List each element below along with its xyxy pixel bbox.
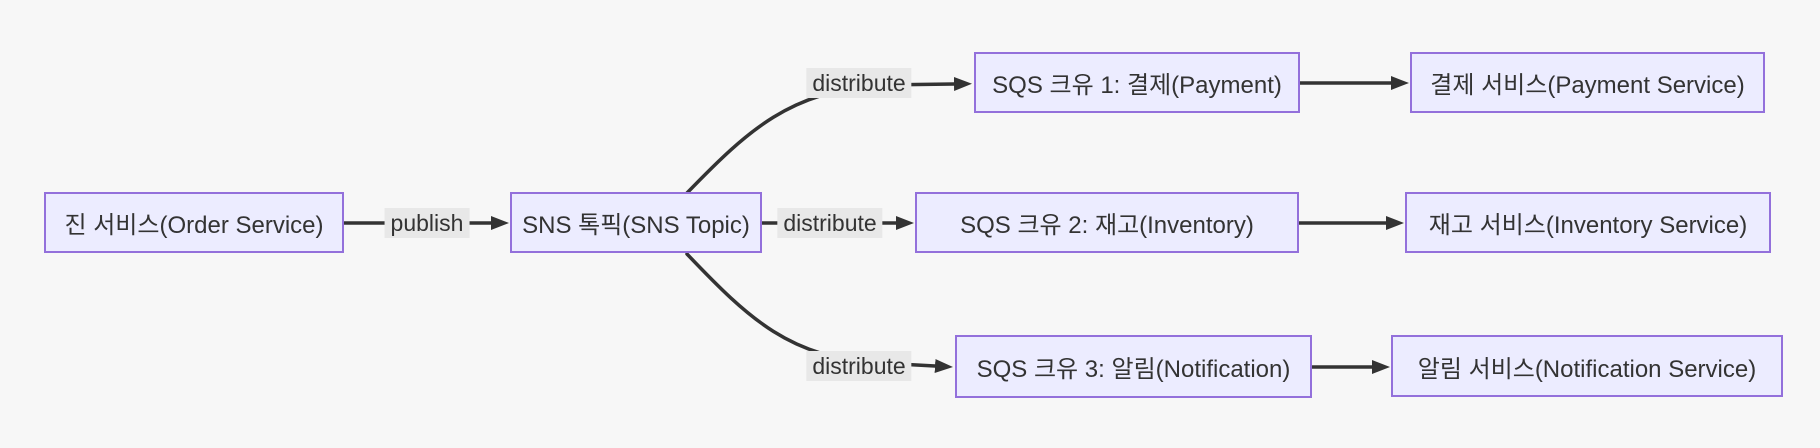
- node-sqs-queue-inventory-label: SQS 크유 2: 재고(Inventory): [960, 212, 1254, 239]
- edge-label-distribute-payment: distribute: [806, 68, 912, 98]
- node-payment-service: 결제 서비스(Payment Service): [1410, 52, 1765, 113]
- node-sns-topic-label: SNS 톡픽(SNS Topic): [522, 212, 750, 239]
- node-order-service: 진 서비스(Order Service): [44, 192, 344, 253]
- node-notification-service-label: 알림 서비스(Notification Service): [1417, 355, 1757, 383]
- edge-label-distribute-notification: distribute: [806, 351, 912, 381]
- node-notification-service: 알림 서비스(Notification Service): [1391, 335, 1783, 397]
- node-sqs-queue-inventory: SQS 크유 2: 재고(Inventory): [915, 192, 1299, 253]
- edge-sns-to-sqs-payment: [685, 77, 972, 195]
- node-sqs-queue-notification-label: SQS 크유 3: 알림(Notification): [976, 356, 1291, 383]
- node-inventory-service-label: 재고 서비스(Inventory Service): [1428, 212, 1748, 239]
- edge-label-publish: publish: [384, 208, 470, 238]
- node-sqs-queue-payment: SQS 크유 1: 결제(Payment): [974, 52, 1300, 113]
- node-inventory-service: 재고 서비스(Inventory Service): [1405, 192, 1771, 253]
- node-sqs-queue-payment-label: SQS 크유 1: 결제(Payment): [992, 72, 1282, 99]
- node-sns-topic: SNS 톡픽(SNS Topic): [510, 192, 762, 253]
- node-payment-service-label: 결제 서비스(Payment Service): [1430, 72, 1745, 99]
- edge-sns-to-sqs-notification: [685, 252, 953, 373]
- node-sqs-queue-notification: SQS 크유 3: 알림(Notification): [955, 335, 1312, 398]
- node-order-service-label: 진 서비스(Order Service): [64, 212, 324, 239]
- edge-label-distribute-inventory: distribute: [777, 208, 883, 238]
